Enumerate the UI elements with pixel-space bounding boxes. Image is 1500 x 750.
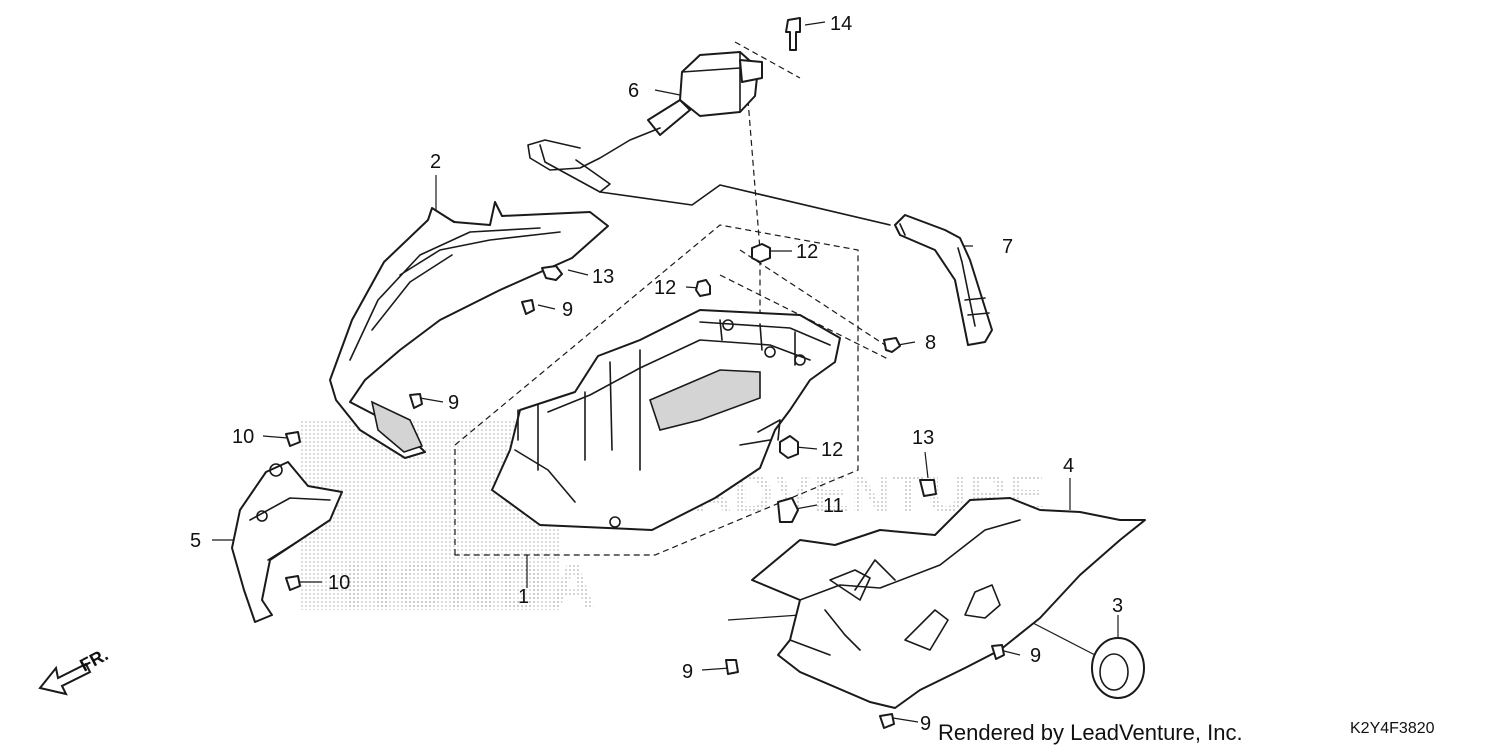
spark-plug-cap-body bbox=[894, 214, 993, 346]
callout-labels: 2 1 3 4 5 6 7 8 9 9 9 9 9 10 10 11 12 12… bbox=[190, 13, 1123, 735]
bolt-14 bbox=[785, 17, 801, 51]
callout-11: 11 bbox=[823, 495, 844, 517]
fasteners bbox=[285, 17, 1005, 729]
front-direction-indicator: FR. bbox=[38, 644, 111, 696]
left-cover-tab bbox=[370, 400, 424, 453]
callout-12-b: 12 bbox=[654, 277, 676, 299]
callout-10-a: 10 bbox=[232, 426, 254, 448]
callout-12-a: 12 bbox=[796, 241, 818, 263]
left-cover-body bbox=[329, 201, 609, 459]
grommet-inner bbox=[1099, 653, 1129, 691]
spark-plug-cap-part-7 bbox=[894, 214, 993, 346]
callout-9-e: 9 bbox=[920, 713, 931, 735]
front-arrow-icon bbox=[38, 662, 92, 696]
clip-9-c bbox=[991, 644, 1005, 660]
battery-box-part-1 bbox=[491, 309, 841, 531]
grommet-outer bbox=[1091, 637, 1145, 699]
callout-1: 1 bbox=[518, 586, 529, 608]
callout-12-c: 12 bbox=[821, 439, 843, 461]
nut-11 bbox=[777, 497, 799, 523]
clip-9-e bbox=[879, 713, 895, 729]
grommet-part-3 bbox=[1091, 637, 1145, 699]
skirt-cover-slot-1 bbox=[829, 569, 871, 601]
callout-14: 14 bbox=[830, 13, 852, 35]
left-cover-part-2 bbox=[329, 201, 609, 459]
watermark-line-2: HONDA bbox=[345, 550, 600, 622]
callout-6: 6 bbox=[628, 80, 639, 102]
callout-9-d: 9 bbox=[682, 661, 693, 683]
callout-7: 7 bbox=[1002, 236, 1013, 258]
callout-3: 3 bbox=[1112, 595, 1123, 617]
bolt-13-lower bbox=[919, 479, 937, 497]
ignition-coil-terminal bbox=[739, 59, 763, 83]
screw-8 bbox=[883, 337, 901, 353]
box-outline bbox=[454, 224, 859, 556]
skirt-cover-part-4 bbox=[751, 497, 1146, 709]
clip-9-d bbox=[725, 659, 739, 675]
credit-text: Rendered by LeadVenture, Inc. bbox=[938, 720, 1243, 745]
callout-9-c: 9 bbox=[1030, 645, 1041, 667]
bracket-part-5 bbox=[231, 461, 343, 623]
screw-10-upper bbox=[285, 431, 301, 447]
nut-12-lower bbox=[779, 435, 799, 459]
clip-9-a bbox=[521, 299, 535, 315]
callout-5: 5 bbox=[190, 530, 201, 552]
battery-box-floor bbox=[649, 369, 761, 431]
bolt-13-upper bbox=[541, 265, 563, 281]
callout-4: 4 bbox=[1063, 455, 1074, 477]
callout-13-a: 13 bbox=[592, 266, 614, 288]
callout-2: 2 bbox=[430, 151, 441, 173]
screw-10-lower bbox=[285, 575, 301, 591]
clip-9-b bbox=[409, 393, 423, 409]
skirt-cover-slot-2 bbox=[904, 609, 949, 651]
callout-9-b: 9 bbox=[448, 392, 459, 414]
ignition-coil-part-6 bbox=[527, 51, 891, 226]
nut-12-upper bbox=[751, 243, 771, 263]
callout-10-b: 10 bbox=[328, 572, 350, 594]
callout-8: 8 bbox=[925, 332, 936, 354]
callout-13-b: 13 bbox=[912, 427, 934, 449]
skirt-cover-hole bbox=[964, 584, 1001, 619]
diagram-code: K2Y4F3820 bbox=[1350, 720, 1435, 737]
nut-12-left bbox=[695, 279, 711, 297]
callout-9-a: 9 bbox=[562, 299, 573, 321]
